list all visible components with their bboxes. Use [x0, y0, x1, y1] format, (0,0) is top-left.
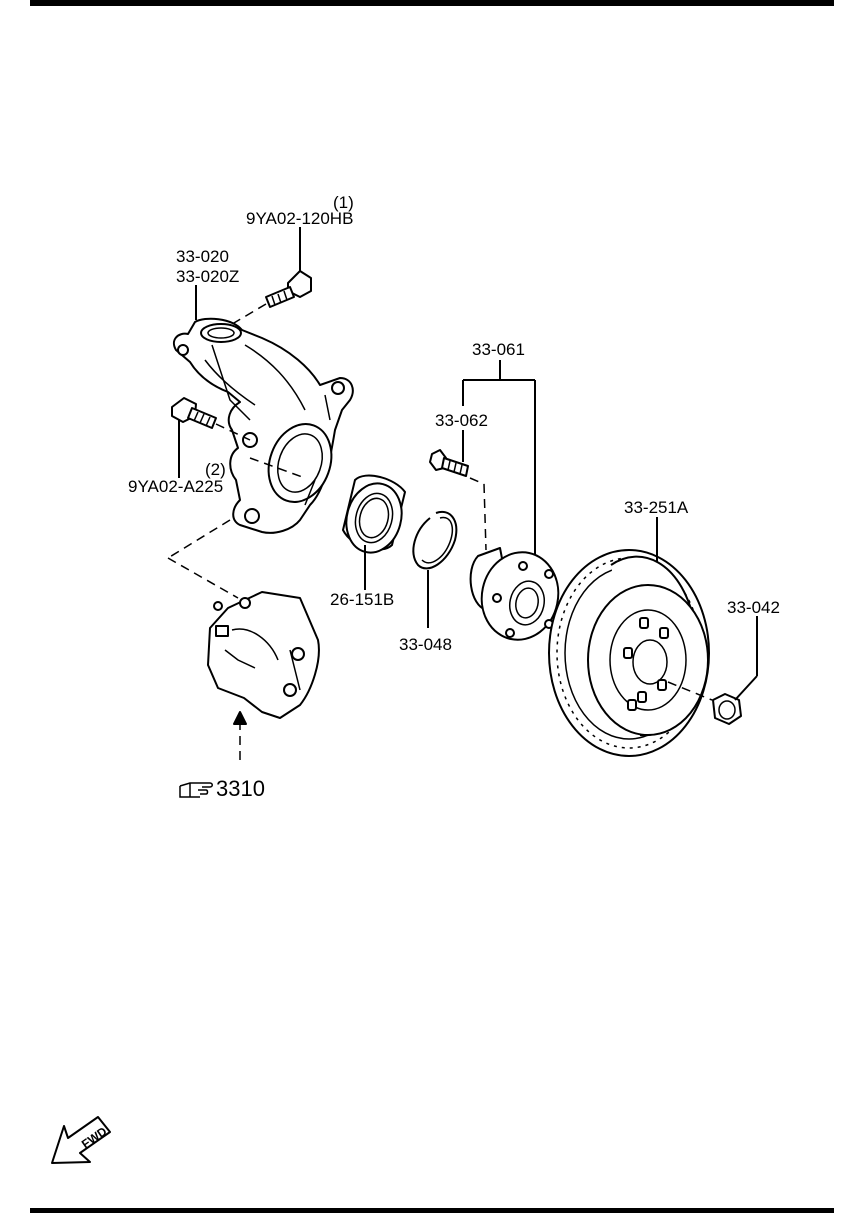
- hub-nut[interactable]: [712, 693, 742, 725]
- fwd-arrow-icon: FWD: [51, 1116, 111, 1164]
- top-border: [30, 0, 834, 6]
- label-lower-bolt-part: 9YA02-A225: [128, 477, 223, 496]
- steering-knuckle[interactable]: [172, 317, 354, 534]
- leader-hub-assembly: [462, 360, 536, 555]
- snap-ring[interactable]: [412, 510, 458, 570]
- bottom-border: [30, 1208, 834, 1213]
- label-caliper-ref[interactable]: 3310: [216, 776, 265, 801]
- hub-bolt[interactable]: [429, 449, 469, 477]
- label-nut: 33-042: [727, 598, 780, 617]
- label-knuckle-b: 33-020Z: [176, 267, 239, 286]
- label-lower-bolt-qty: (2): [205, 460, 226, 479]
- lower-bolt[interactable]: [171, 397, 217, 429]
- wheel-hub[interactable]: [469, 545, 567, 647]
- caliper-ref-arrowhead: [233, 711, 247, 725]
- brake-disc[interactable]: [548, 549, 710, 757]
- label-hub-bolt: 33-062: [435, 411, 488, 430]
- label-upper-bolt-part: 9YA02-120HB: [246, 209, 353, 228]
- label-knuckle-a: 33-020: [176, 247, 229, 266]
- label-snap-ring: 33-048: [399, 635, 452, 654]
- upper-bolt[interactable]: [265, 270, 312, 308]
- leader-nut-link: [734, 675, 758, 701]
- label-hub-assembly: 33-061: [472, 340, 525, 359]
- pointing-hand-icon: [179, 782, 213, 798]
- label-disc: 33-251A: [624, 498, 689, 517]
- label-upper-bolt-qty: (1): [333, 193, 354, 212]
- label-bearing: 26-151B: [330, 590, 394, 609]
- brake-caliper[interactable]: [207, 591, 320, 719]
- wheel-bearing[interactable]: [339, 474, 409, 559]
